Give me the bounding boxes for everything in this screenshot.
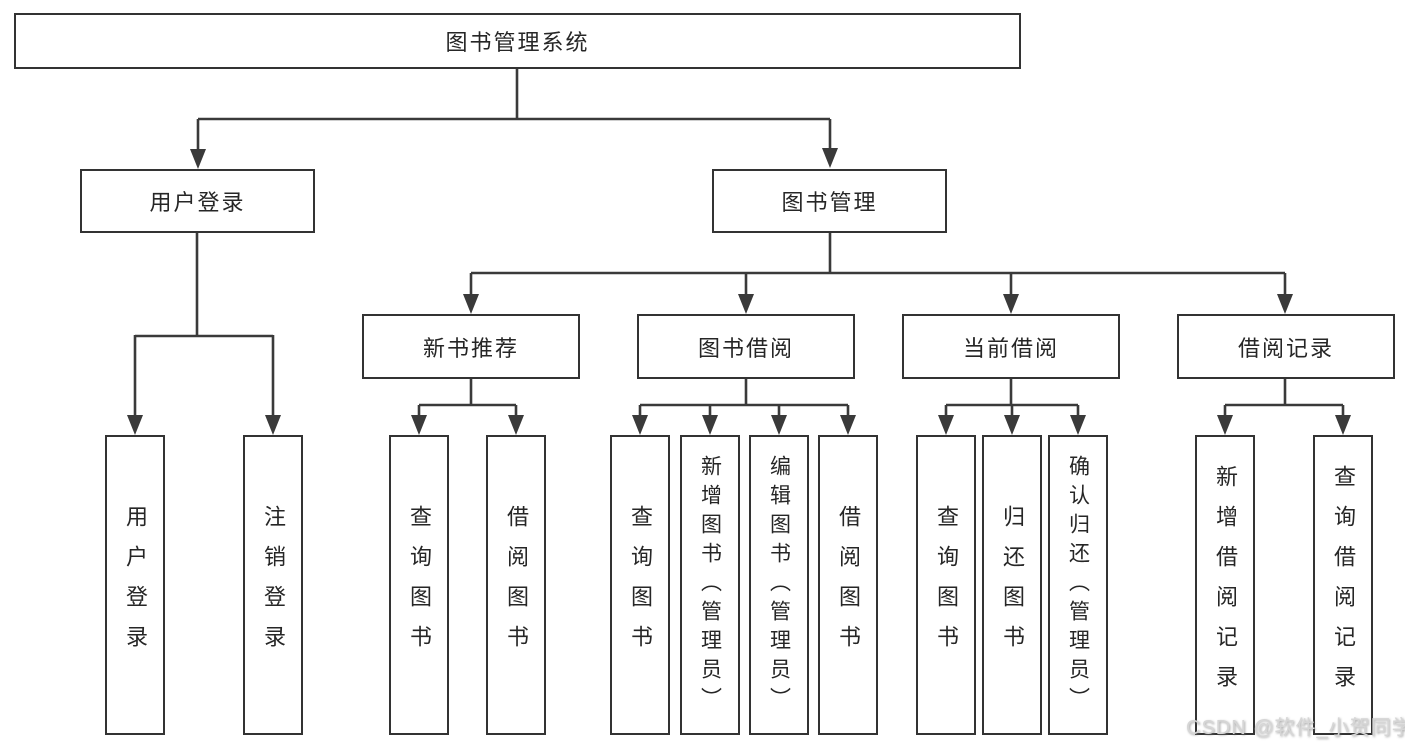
node-user-login: 用户登录 [80, 169, 315, 233]
arrow-down-icon [702, 415, 718, 435]
leaf-add-borrow-record: 新增借阅记录 [1195, 435, 1255, 735]
arrow-down-icon [1217, 415, 1233, 435]
arrow-down-icon [190, 149, 206, 169]
leaf-query-books-2: 查询图书 [610, 435, 670, 735]
leaf-query-borrow-record: 查询借阅记录 [1313, 435, 1373, 735]
leaf-add-book-admin: 新增图书（管理员） [680, 435, 740, 735]
arrow-down-icon [938, 415, 954, 435]
node-current-borrowing: 当前借阅 [902, 314, 1120, 379]
node-book-borrowing: 图书借阅 [637, 314, 855, 379]
arrow-down-icon [1335, 415, 1351, 435]
node-borrowing-records: 借阅记录 [1177, 314, 1395, 379]
arrow-down-icon [840, 415, 856, 435]
arrow-down-icon [1277, 294, 1293, 314]
arrow-down-icon [1070, 415, 1086, 435]
leaf-user-login: 用户登录 [105, 435, 165, 735]
node-book-management: 图书管理 [712, 169, 947, 233]
arrow-down-icon [265, 415, 281, 435]
leaf-query-books-1: 查询图书 [389, 435, 449, 735]
node-new-book-recommendation: 新书推荐 [362, 314, 580, 379]
arrow-down-icon [771, 415, 787, 435]
leaf-return-book: 归还图书 [982, 435, 1042, 735]
leaf-edit-book-admin: 编辑图书（管理员） [749, 435, 809, 735]
arrow-down-icon [463, 294, 479, 314]
watermark: CSDN @软件_小贺同学 [1186, 717, 1405, 739]
arrow-down-icon [508, 415, 524, 435]
node-library-management-system: 图书管理系统 [14, 13, 1021, 69]
arrow-down-icon [411, 415, 427, 435]
leaf-borrow-books-1: 借阅图书 [486, 435, 546, 735]
leaf-borrow-books-2: 借阅图书 [818, 435, 878, 735]
arrow-down-icon [738, 294, 754, 314]
arrow-down-icon [1003, 294, 1019, 314]
arrow-down-icon [822, 148, 838, 168]
leaf-logout: 注销登录 [243, 435, 303, 735]
arrow-down-icon [127, 415, 143, 435]
arrow-down-icon [1004, 415, 1020, 435]
arrow-down-icon [632, 415, 648, 435]
leaf-confirm-return-admin: 确认归还（管理员） [1048, 435, 1108, 735]
leaf-query-books-3: 查询图书 [916, 435, 976, 735]
